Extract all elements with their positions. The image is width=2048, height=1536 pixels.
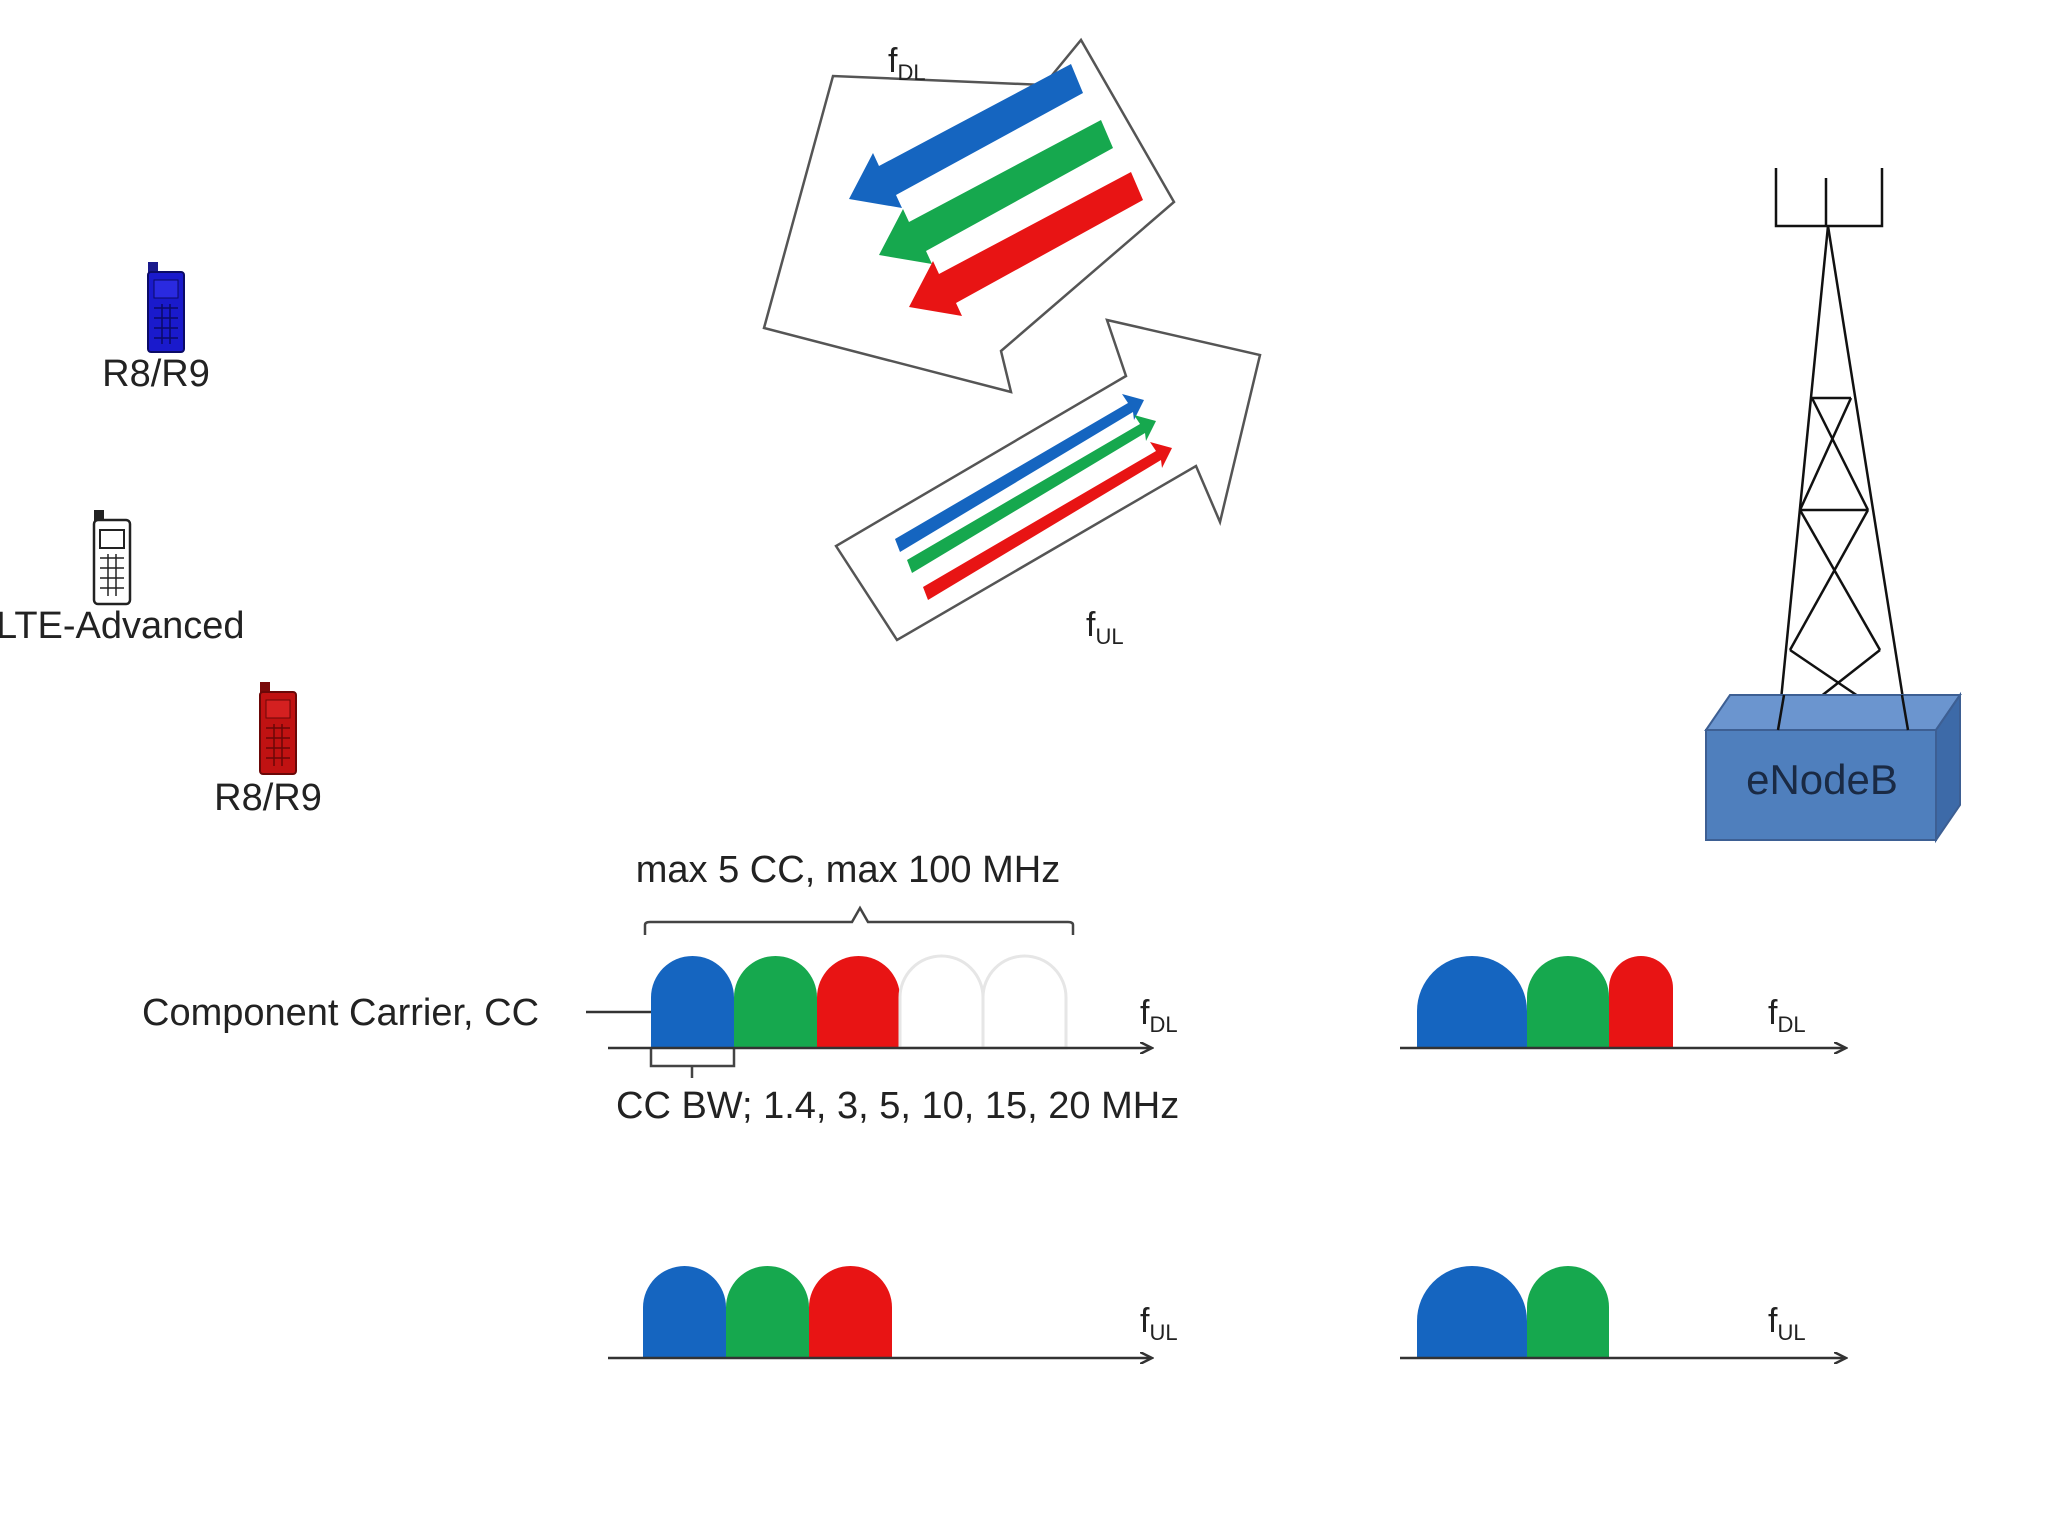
downlink-carrier-green (879, 120, 1113, 264)
max-cc-bracket (643, 905, 1075, 935)
cc-bw-label: CC BW; 1.4, 3, 5, 10, 15, 20 MHz (616, 1085, 1179, 1127)
device-label: LTE-Advanced (0, 605, 245, 647)
component-carrier-green (726, 1266, 809, 1358)
uplink-carrier-blue (895, 394, 1144, 552)
max-cc-label: max 5 CC, max 100 MHz (636, 849, 1060, 891)
uplink-carrier-green (907, 415, 1156, 573)
device-lte-advanced: LTE-Advanced (0, 510, 245, 647)
cc-bw-bracket (649, 1048, 736, 1078)
carrier-blocks (651, 954, 1068, 1050)
uplink-arrow: fUL (834, 318, 1262, 649)
component-carrier-blue (1417, 956, 1527, 1048)
enodeb: eNodeB (1704, 168, 1962, 844)
component-carrier-label: Component Carrier, CC (142, 992, 539, 1034)
component-carrier-red (817, 956, 900, 1048)
component-carrier-blue (1417, 1266, 1527, 1358)
device-r8-red: R8/R9 (214, 682, 322, 819)
antenna-tower-icon (1774, 168, 1910, 732)
svg-text:fDL: fDL (888, 42, 926, 85)
empty-carrier-slot (981, 954, 1068, 1050)
spectrum-lte-advanced-dl: fDL (608, 954, 1178, 1050)
downlink-arrow: fDL (762, 37, 1176, 394)
freq-f: f (1086, 606, 1096, 644)
axis-label: fUL (1140, 1302, 1178, 1345)
freq-f: f (888, 42, 898, 80)
component-carrier-green (734, 956, 817, 1048)
empty-carrier-slot (898, 954, 985, 1050)
uplink-carrier-red (923, 442, 1172, 600)
device-label: R8/R9 (102, 353, 210, 395)
freq-sub: DL (897, 60, 925, 85)
mobile-phone-icon (92, 510, 132, 606)
carrier-blocks (643, 1266, 892, 1358)
spectrum-r8-ul: fUL (1400, 1266, 1846, 1358)
downlink-freq-label: fDL (888, 42, 926, 85)
component-carrier-green (1527, 1266, 1609, 1358)
component-carrier-green (1527, 956, 1609, 1048)
spectrum-annotations: max 5 CC, max 100 MHz Component Carrier,… (142, 849, 1179, 1127)
carrier-blocks (1417, 1266, 1609, 1358)
spectrum-lte-advanced-ul: fUL (608, 1266, 1178, 1358)
device-r8-blue: R8/R9 (102, 262, 210, 395)
device-label: R8/R9 (214, 777, 322, 819)
mobile-phone-icon (147, 262, 185, 353)
downlink-carrier-blue (849, 64, 1083, 208)
axis-label: fDL (1140, 994, 1178, 1037)
component-carrier-blue (651, 956, 734, 1048)
spectrum-r8-dl: fDL (1400, 956, 1846, 1048)
carrier-blocks (1417, 956, 1673, 1048)
enodeb-label: eNodeB (1746, 756, 1898, 803)
component-carrier-blue (643, 1266, 726, 1358)
mobile-phone-icon (259, 682, 297, 775)
axis-label: fUL (1768, 1302, 1806, 1345)
enodeb-box (1704, 691, 1962, 844)
freq-sub: UL (1095, 624, 1123, 649)
svg-text:fUL: fUL (1086, 606, 1124, 649)
uplink-freq-label: fUL (1086, 606, 1124, 649)
component-carrier-red (809, 1266, 892, 1358)
axis-label: fDL (1768, 994, 1806, 1037)
component-carrier-red (1609, 956, 1673, 1048)
downlink-carrier-red (909, 172, 1143, 316)
